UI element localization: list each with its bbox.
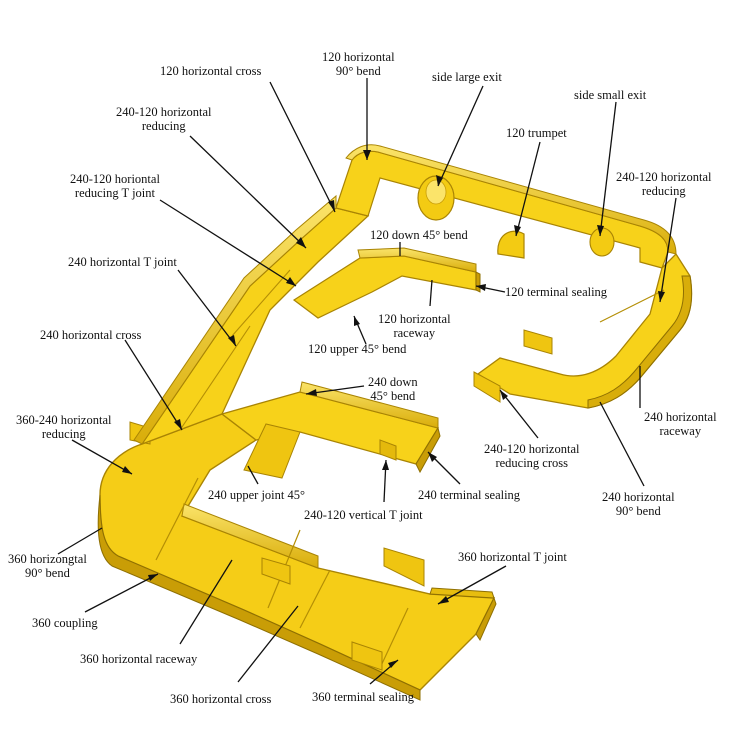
label-120-trumpet: 120 trumpet [506, 126, 567, 140]
leader-360-cross [237, 605, 299, 683]
label-side-small-exit: side small exit [574, 88, 647, 102]
arrowhead [428, 452, 437, 462]
leader-side-large-exit [437, 85, 484, 187]
arrowhead [228, 335, 236, 346]
arrowhead [382, 460, 389, 470]
arrowhead [354, 316, 360, 326]
label-360-horizontal-cross: 360 horizontal cross [170, 692, 272, 706]
arrowhead [286, 277, 296, 286]
tray-240-right-run [473, 252, 693, 409]
label-360-coupling: 360 coupling [32, 616, 98, 630]
leader-240-upper-joint45 [247, 465, 259, 485]
tray-240-branch [220, 381, 441, 479]
arrowhead [328, 200, 335, 212]
label-360-horizontal-raceway: 360 horizontal raceway [80, 652, 198, 666]
label-240-terminal-sealing: 240 terminal sealing [418, 488, 521, 502]
leader-reducing-cross [499, 389, 539, 439]
tray-120-branch [292, 247, 481, 319]
label-side-large-exit: side large exit [432, 70, 502, 84]
leader-360-bend90 [57, 527, 103, 555]
tray-360-run [97, 413, 497, 701]
label-120-down-45-bend: 120 down 45° bend [370, 228, 468, 242]
leader-240-t-joint [177, 269, 237, 347]
arrowhead [306, 389, 317, 396]
tray-240-run [133, 194, 370, 446]
leader-right-reducing [659, 197, 677, 303]
label-120-upper-45-bend: 120 upper 45° bend [308, 342, 407, 356]
arrowhead [363, 150, 371, 160]
label-240-upper-joint-45: 240 upper joint 45° [208, 488, 306, 502]
leader-360-coupling [84, 573, 159, 613]
arrowhead [388, 660, 398, 668]
leader-360-raceway [179, 559, 233, 645]
label-120-horizontal-cross: 120 horizontal cross [160, 64, 262, 78]
leader-360-t-joint [437, 565, 507, 605]
label-240-horizontal-cross: 240 horizontal cross [40, 328, 142, 342]
arrowhead [597, 225, 604, 236]
arrowhead [514, 225, 521, 236]
leader-120-trumpet [515, 141, 541, 237]
label-240-horizontal-t-joint: 240 horizontal T joint [68, 255, 177, 269]
leader-360-240-reducing [71, 439, 133, 475]
label-120-terminal-sealing: 120 terminal sealing [505, 285, 608, 299]
arrowhead [296, 237, 306, 248]
leader-240-120-reducing [189, 135, 307, 249]
arrowhead [438, 596, 449, 604]
leader-side-small-exit [599, 101, 617, 237]
arrowhead [500, 390, 508, 400]
arrowhead [436, 175, 443, 186]
arrowhead [658, 291, 665, 302]
label-360-horizontal-t-joint: 360 horizontal T joint [458, 550, 567, 564]
arrowhead [148, 574, 158, 581]
leader-240-bend90 [599, 401, 645, 487]
arrowhead [174, 419, 182, 430]
leader-240-cross [124, 339, 183, 431]
label-240-120-vertical-t-joint: 240-120 vertical T joint [304, 508, 423, 522]
leader-120-raceway [429, 279, 433, 307]
leader-120-horizontal-cross [269, 81, 336, 213]
leader-reducing-t [159, 199, 297, 287]
arrowhead [122, 466, 132, 474]
arrowhead [476, 284, 486, 291]
label-360-terminal-sealing: 360 terminal sealing [312, 690, 415, 704]
